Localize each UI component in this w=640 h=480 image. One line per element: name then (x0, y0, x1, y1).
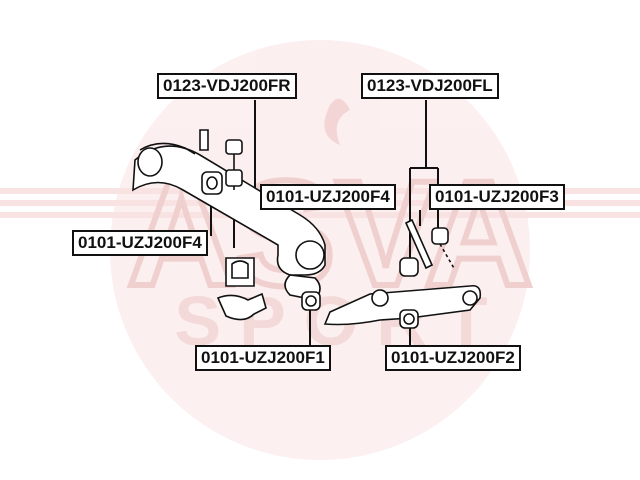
bushing-f4-right-drawing (201, 171, 223, 195)
fr-stabilizer-link (199, 129, 243, 190)
part-label-fr-link[interactable]: 0123-VDJ200FR (157, 73, 297, 99)
part-label-f1[interactable]: 0101-UZJ200F1 (195, 345, 331, 371)
part-label-f4-right[interactable]: 0101-UZJ200F4 (72, 230, 208, 256)
stabilizer-bar (132, 142, 326, 276)
part-label-f4-left[interactable]: 0101-UZJ200F4 (260, 184, 396, 210)
part-label-f2[interactable]: 0101-UZJ200F2 (385, 345, 521, 371)
part-label-fl-link[interactable]: 0123-VDJ200FL (361, 73, 499, 99)
lower-arm-drawing (323, 284, 482, 329)
part-label-f3[interactable]: 0101-UZJ200F3 (429, 184, 565, 210)
fl-stabilizer-link-drawing (399, 218, 456, 277)
bracket-drawing (216, 257, 267, 321)
bushing-f1-drawing (284, 274, 321, 311)
